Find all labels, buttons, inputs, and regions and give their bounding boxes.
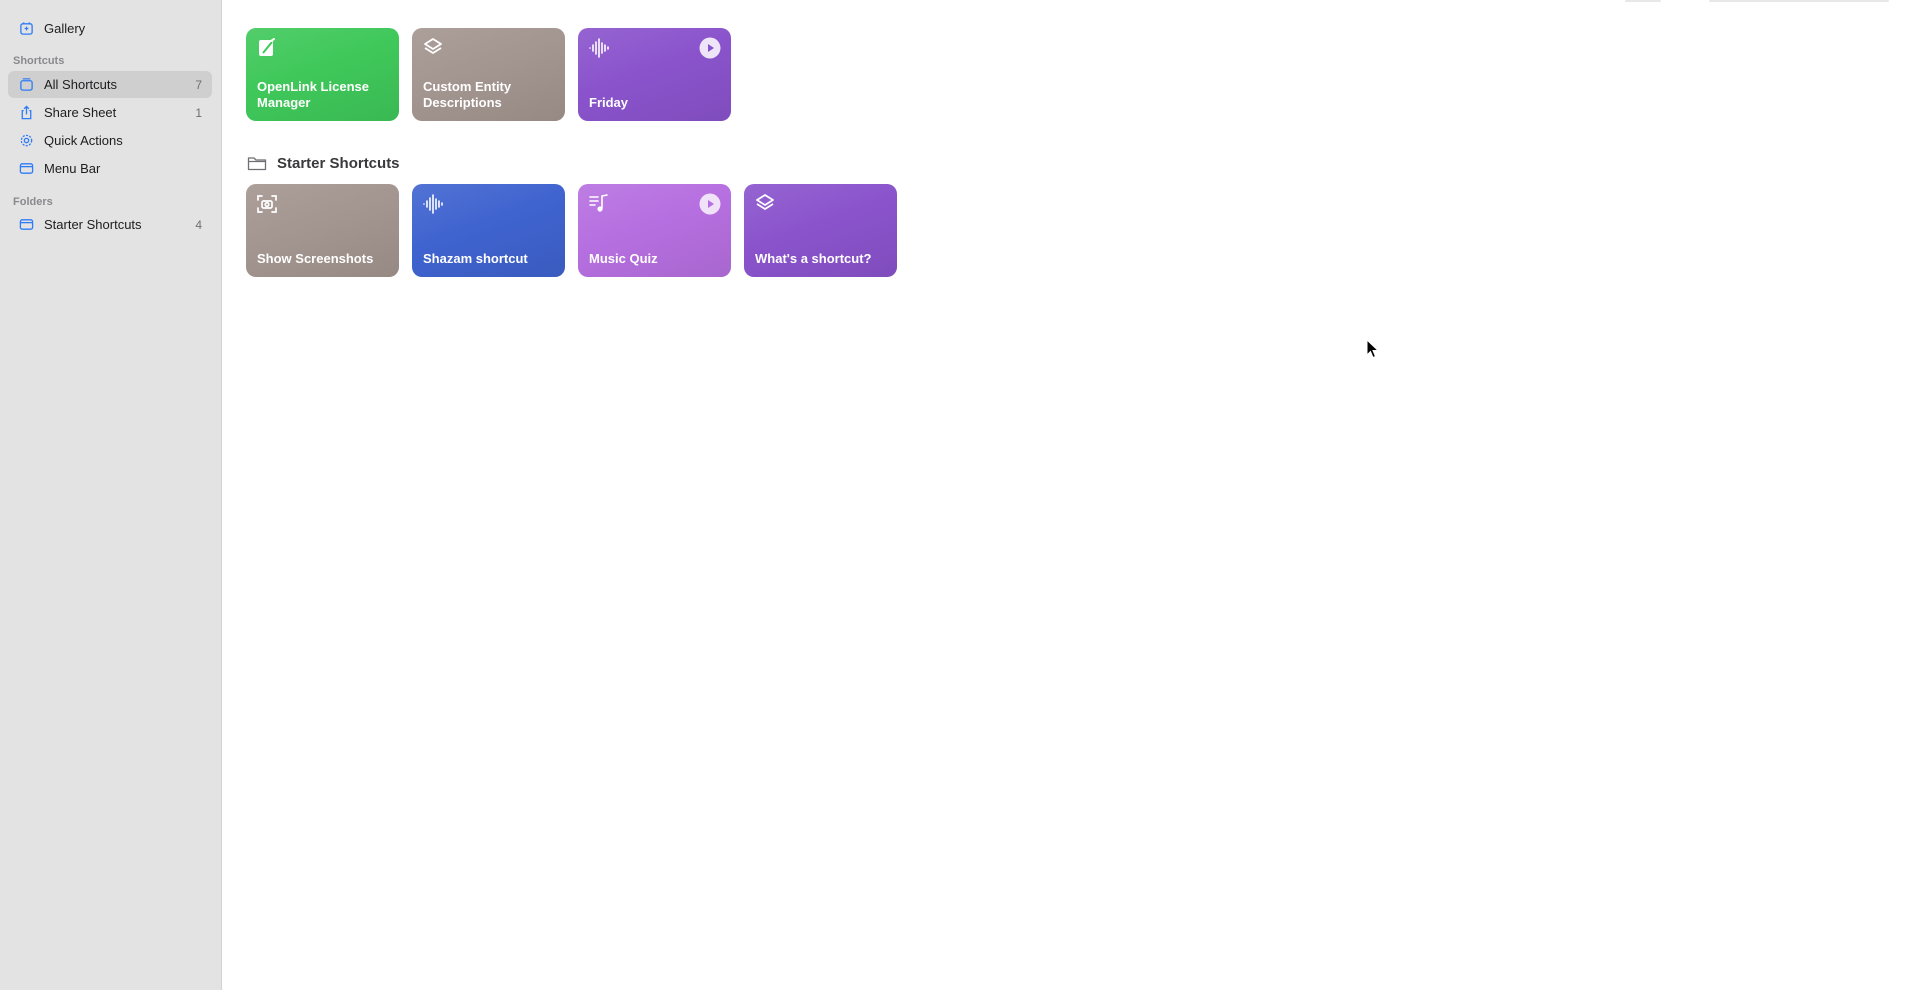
music-list-icon <box>588 193 610 215</box>
layers-icon <box>422 37 444 59</box>
sidebar-item-share-sheet[interactable]: Share Sheet 1 <box>8 99 212 126</box>
layers-icon <box>754 193 776 215</box>
sidebar: Gallery Shortcuts All Shortcuts 7 Share … <box>0 0 222 990</box>
folder-header: Starter Shortcuts <box>247 153 400 173</box>
shortcut-tile-custom-entity-descriptions[interactable]: Custom Entity Descriptions <box>412 28 565 121</box>
sidebar-item-count: 4 <box>195 217 202 232</box>
sidebar-item-label: All Shortcuts <box>44 77 117 92</box>
notepad-icon <box>256 37 278 59</box>
play-icon[interactable] <box>699 193 721 215</box>
shortcut-tile-whats-a-shortcut[interactable]: What's a shortcut? <box>744 184 897 277</box>
waveform-icon <box>588 37 610 59</box>
stack-icon <box>18 77 34 93</box>
sidebar-item-label: Gallery <box>44 21 86 36</box>
sidebar-item-menu-bar[interactable]: Menu Bar <box>8 155 212 182</box>
mouse-cursor-icon <box>1366 339 1380 359</box>
folder-header-title: Starter Shortcuts <box>277 154 400 172</box>
sidebar-item-label: Starter Shortcuts <box>44 217 142 232</box>
shortcut-title: Friday <box>589 95 629 110</box>
gear-icon <box>18 133 34 149</box>
sidebar-item-quick-actions[interactable]: Quick Actions <box>8 127 212 154</box>
shortcut-title: What's a shortcut? <box>755 251 872 266</box>
shortcut-title: OpenLink License Manager <box>257 79 369 110</box>
waveform-icon <box>422 193 444 215</box>
shortcut-title: Shazam shortcut <box>423 251 528 266</box>
sidebar-item-count: 7 <box>195 77 202 92</box>
shortcut-tile-friday[interactable]: Friday <box>578 28 731 121</box>
screenshot-icon <box>256 193 278 215</box>
sidebar-section-shortcuts: Shortcuts <box>13 55 65 67</box>
folder-icon <box>18 217 34 233</box>
sidebar-item-all-shortcuts[interactable]: All Shortcuts 7 <box>8 71 212 98</box>
shortcut-tile-shazam-shortcut[interactable]: Shazam shortcut <box>412 184 565 277</box>
sidebar-item-label: Share Sheet <box>44 105 117 120</box>
sidebar-section-folders: Folders <box>13 196 53 208</box>
toolbar-button[interactable] <box>1625 0 1661 2</box>
sidebar-item-label: Menu Bar <box>44 161 101 176</box>
share-icon <box>18 105 34 121</box>
sidebar-item-starter-shortcuts[interactable]: Starter Shortcuts 4 <box>8 211 212 238</box>
shortcut-tile-show-screenshots[interactable]: Show Screenshots <box>246 184 399 277</box>
gallery-icon <box>18 21 34 37</box>
play-icon[interactable] <box>699 37 721 59</box>
main-content: OpenLink License Manager Custom Entity D… <box>223 0 1905 990</box>
shortcut-tile-openlink-license-manager[interactable]: OpenLink License Manager <box>246 28 399 121</box>
search-field[interactable] <box>1709 0 1889 2</box>
shortcut-title: Music Quiz <box>589 251 658 266</box>
menubar-icon <box>18 161 34 177</box>
sidebar-item-label: Quick Actions <box>44 133 123 148</box>
shortcut-title: Show Screenshots <box>257 251 374 266</box>
shortcut-title: Custom Entity Descriptions <box>423 79 512 110</box>
sidebar-item-count: 1 <box>195 105 202 120</box>
sidebar-item-gallery[interactable]: Gallery <box>8 15 212 42</box>
folder-outline-icon <box>247 157 267 171</box>
shortcut-tile-music-quiz[interactable]: Music Quiz <box>578 184 731 277</box>
